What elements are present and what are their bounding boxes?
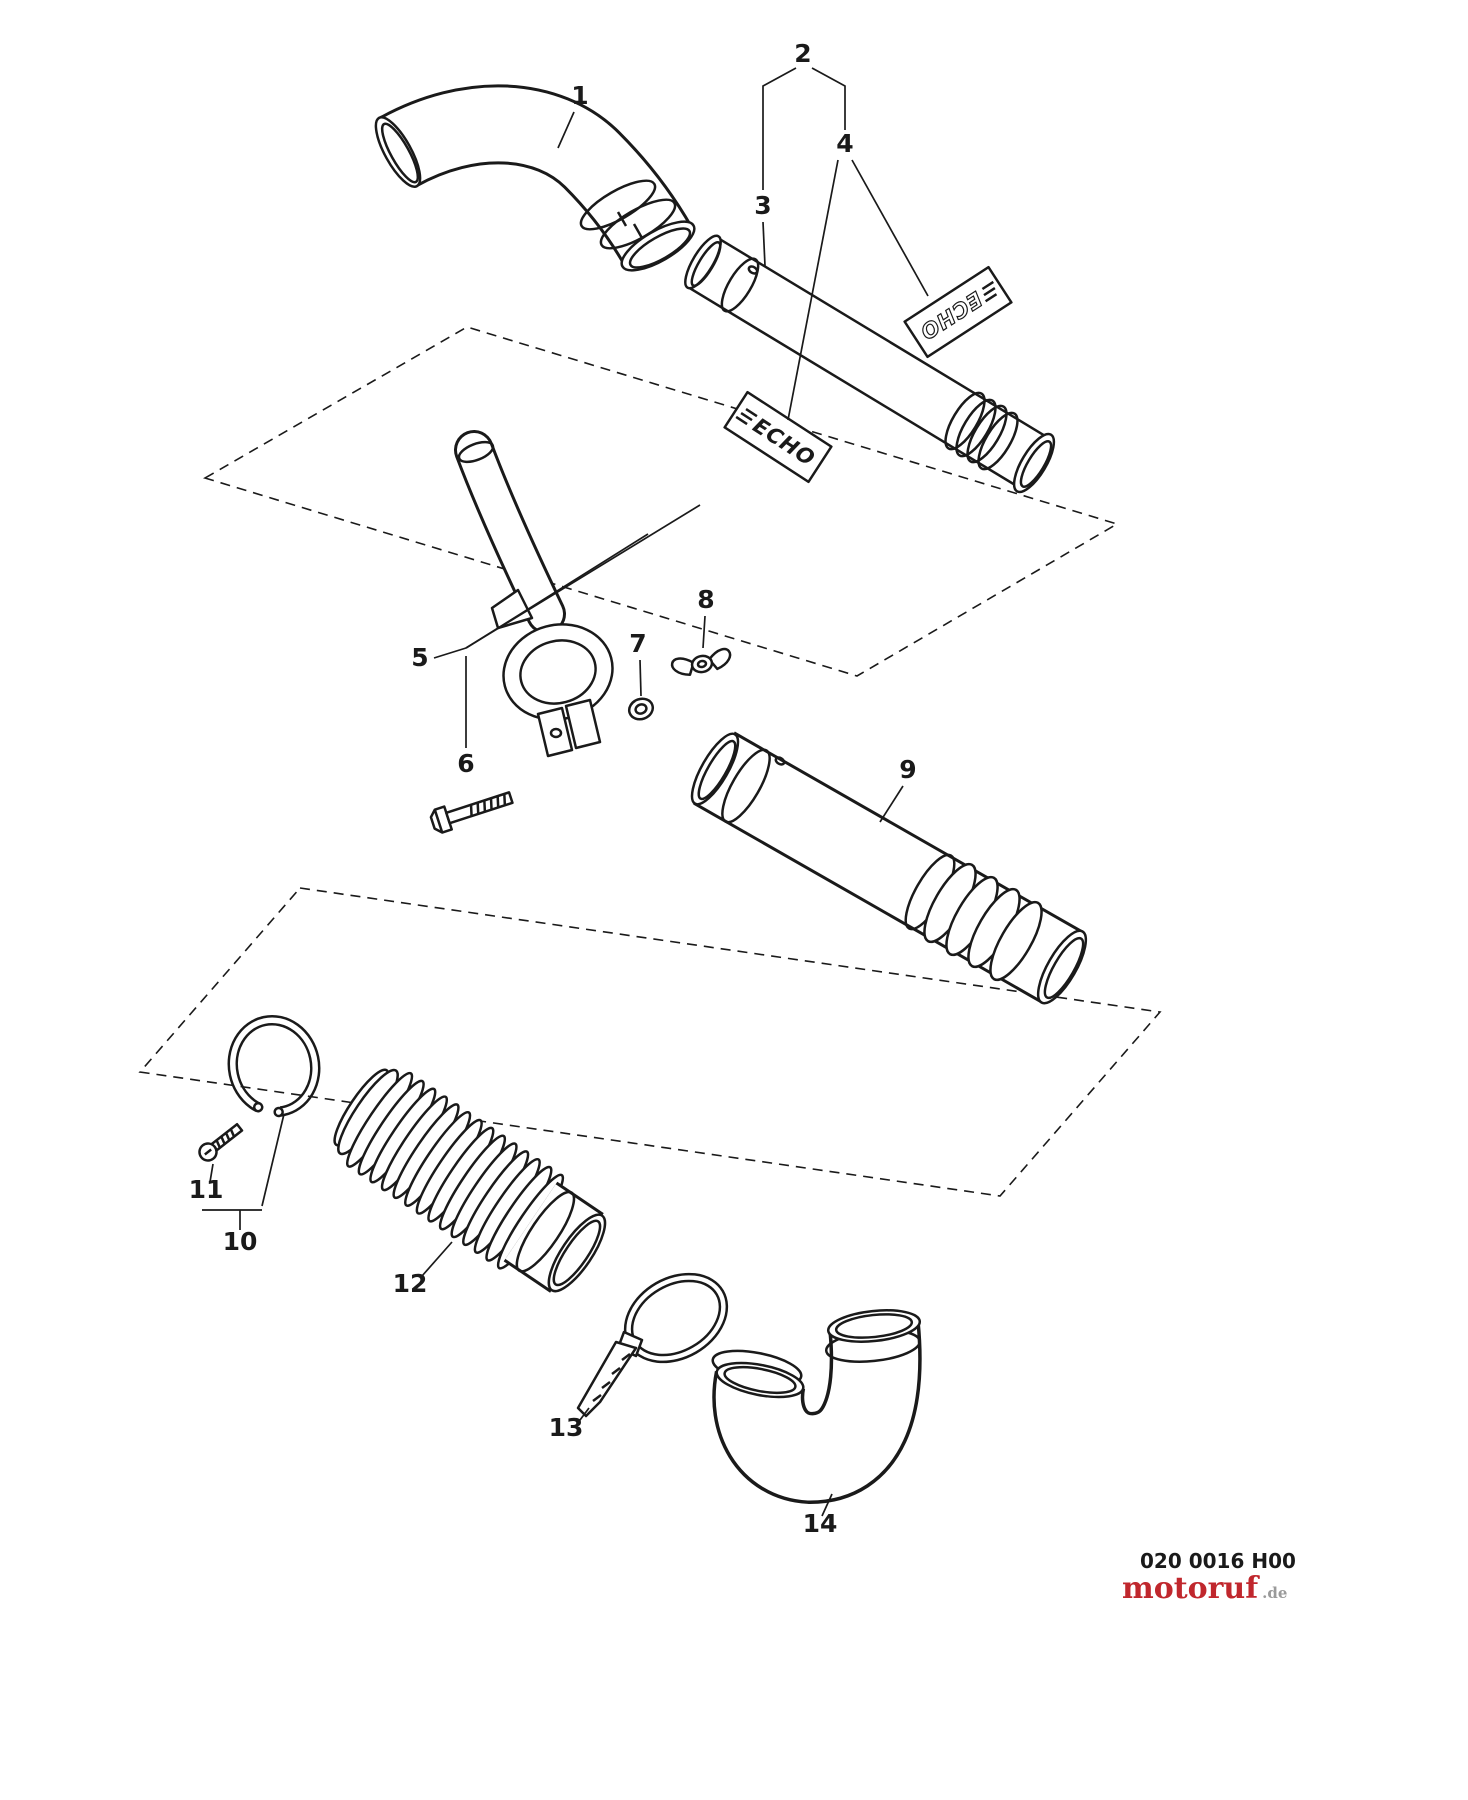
part-9-blower-tube — [690, 731, 1088, 1005]
callout-13: 13 — [549, 1413, 584, 1442]
part-13-hose-clamp — [576, 1272, 729, 1418]
callout-12: 12 — [393, 1269, 428, 1298]
leader-12 — [421, 1241, 453, 1277]
callout-5: 5 — [411, 643, 428, 672]
leader-10-ring — [261, 1113, 285, 1207]
part-8-wing-nut — [670, 647, 732, 676]
watermark-brand-suffix[interactable]: .de — [1262, 1584, 1287, 1602]
callout-7: 7 — [629, 629, 646, 658]
part-12-flex-tube — [333, 1068, 607, 1293]
leader-11 — [209, 1163, 214, 1183]
callout-14: 14 — [803, 1509, 838, 1538]
callout-10: 10 — [223, 1227, 258, 1256]
leader-4-lower-decal — [787, 159, 839, 421]
decal-echo-lower: ECHO — [723, 390, 833, 484]
watermark-link[interactable]: motoruf .de — [1122, 1571, 1287, 1606]
callout-1: 1 — [571, 81, 588, 110]
watermark-brand[interactable]: motoruf — [1122, 1571, 1260, 1606]
callout-4: 4 — [836, 129, 853, 158]
part-1-curved-tube — [374, 84, 696, 272]
dashed-box-handle-group — [203, 326, 1119, 677]
part-5-handle-assembly — [454, 430, 614, 758]
leader-lines — [202, 67, 929, 1517]
part-14-elbow-tube — [711, 1309, 922, 1505]
callout-labels: 1 2 3 4 5 6 7 8 9 10 11 12 13 14 — [189, 39, 917, 1538]
leader-5a — [433, 647, 467, 659]
dashed-group-boxes — [138, 326, 1162, 1197]
decal-echo-upper: ECHO — [903, 265, 1013, 359]
bracket-2-right — [811, 67, 846, 130]
footer-part-code: 020 0016 H00 — [1140, 1549, 1296, 1573]
leader-4-upper-decal — [851, 159, 929, 297]
leader-9 — [879, 785, 904, 823]
bracket-2-left — [762, 67, 797, 190]
callout-6: 6 — [457, 749, 474, 778]
dashed-box-flex-group — [138, 887, 1162, 1197]
leader-5c — [465, 504, 701, 649]
part-3-straight-tube — [684, 234, 1056, 494]
leader-1 — [557, 111, 575, 149]
callout-2: 2 — [794, 39, 811, 68]
leader-8 — [702, 615, 706, 649]
part-7-washer — [627, 697, 655, 721]
callout-11: 11 — [189, 1175, 224, 1204]
leader-14 — [821, 1493, 833, 1517]
callout-9: 9 — [899, 755, 916, 784]
leader-13 — [576, 1407, 590, 1425]
callout-8: 8 — [697, 585, 714, 614]
leader-3 — [762, 221, 766, 267]
leader-7 — [639, 659, 642, 697]
part-10-clamp-ring — [227, 1014, 321, 1127]
part-11-screw — [198, 1122, 244, 1162]
callout-3: 3 — [754, 191, 771, 220]
part-6-bolt — [429, 791, 514, 834]
footer: 020 0016 H00 motoruf .de — [1122, 1549, 1296, 1606]
